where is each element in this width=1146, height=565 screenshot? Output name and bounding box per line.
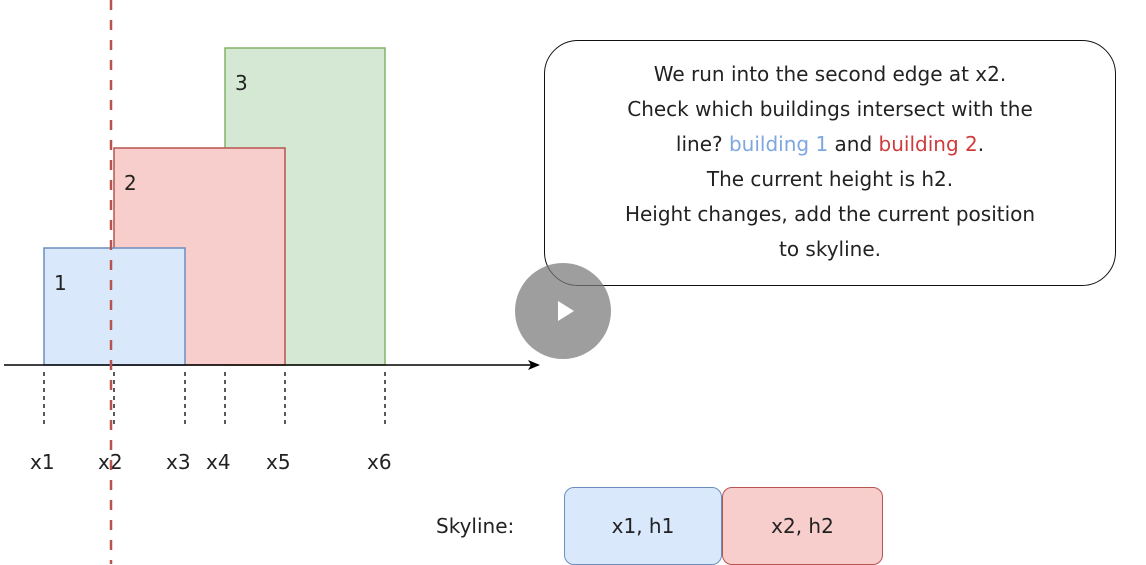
- callout-line-1: We run into the second edge at x2.: [653, 62, 1007, 86]
- callout-line-3: line? building 1 and building 2.: [545, 127, 1115, 162]
- play-icon: [557, 301, 574, 321]
- building-3-label: 3: [235, 71, 248, 95]
- edge-label-x3: x3: [166, 450, 191, 474]
- callout-line-3-suffix: .: [977, 132, 985, 156]
- explanation-callout: We run into the second edge at x2. Check…: [544, 40, 1116, 286]
- building-1: [43, 247, 186, 366]
- skyline-title: Skyline:: [436, 514, 515, 538]
- play-button[interactable]: [515, 263, 611, 359]
- edge-label-x4: x4: [206, 450, 231, 474]
- edge-label-x1: x1: [30, 450, 55, 474]
- callout-line-4: The current height is h2.: [706, 167, 954, 191]
- edge-label-x6: x6: [367, 450, 392, 474]
- skyline-entry-2: x2, h2: [722, 487, 883, 565]
- building-1-label: 1: [54, 271, 67, 295]
- callout-building-2: building 2: [878, 132, 978, 156]
- callout-line-2: Check which buildings intersect with the: [627, 97, 1033, 121]
- building-2-label: 2: [124, 171, 137, 195]
- edge-label-x5: x5: [266, 450, 291, 474]
- skyline-entry-1-text: x1, h1: [611, 514, 675, 538]
- skyline-entry-2-text: x2, h2: [771, 514, 834, 538]
- callout-line-6: to skyline.: [778, 237, 881, 261]
- callout-building-1: building 1: [728, 132, 829, 156]
- edge-ticks: [43, 372, 386, 428]
- callout-line-3-and: and: [828, 132, 879, 156]
- skyline-entry-1: x1, h1: [564, 487, 722, 565]
- callout-line-5: Height changes, add the current position: [624, 202, 1036, 226]
- callout-line-3-prefix: line?: [675, 132, 729, 156]
